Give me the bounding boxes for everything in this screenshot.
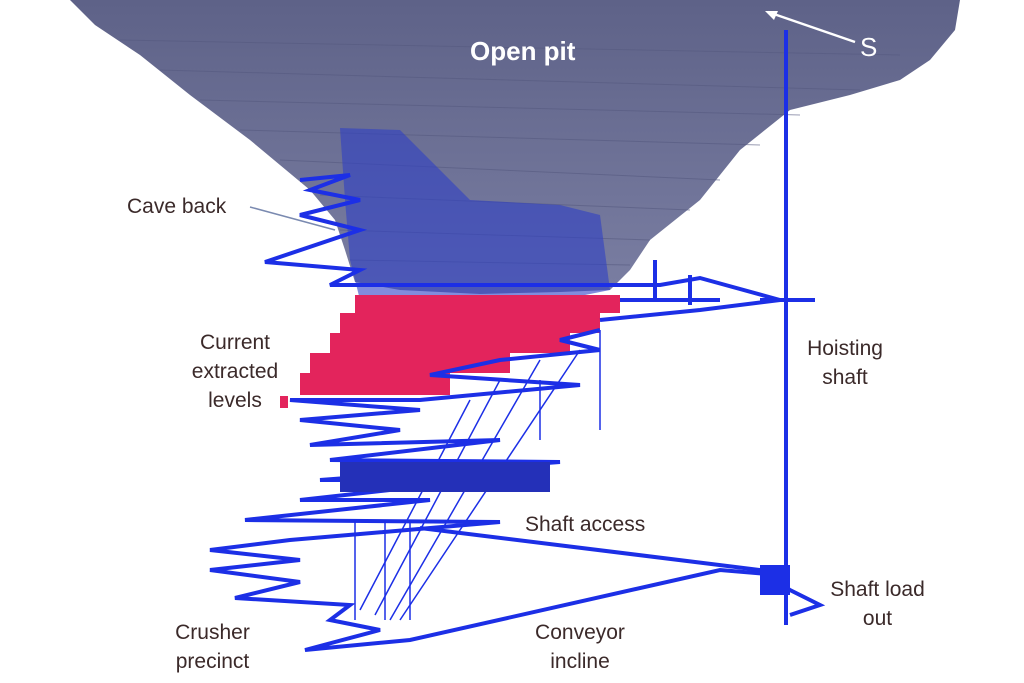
label-line: precinct [175,650,250,673]
label-line: Current [199,331,271,354]
conveyor-incline-label: Conveyor incline [520,618,640,676]
hoisting-shaft-label: Hoisting shaft [800,334,890,392]
shaft-access-label: Shaft access [525,513,646,536]
label-line: out [862,607,893,630]
cave-back-pointer [249,206,336,231]
open-pit-label: Open pit [470,36,576,66]
shaft-load-out-structure [760,565,790,595]
label-line: incline [550,650,610,673]
label-line: shaft [822,366,868,389]
cave-zone [340,128,610,300]
label-line: Shaft load [830,578,925,601]
shaft-load-out-label: Shaft load out [820,575,935,633]
south-label: S [860,32,878,62]
crusher-precinct-label: Crusher precinct [160,618,265,676]
south-arrow [767,10,856,44]
label-line: Crusher [175,621,250,644]
south-arrow-head [765,11,778,20]
label-line: Hoisting [807,337,883,360]
extracted-levels [280,295,620,408]
lower-level-block [340,462,550,492]
current-extracted-levels-label: Current extracted levels [180,328,290,415]
label-line: levels [208,389,262,412]
label-line: extracted [191,360,279,383]
label-line: Conveyor [535,621,625,644]
cave-back-label: Cave back [127,195,227,218]
